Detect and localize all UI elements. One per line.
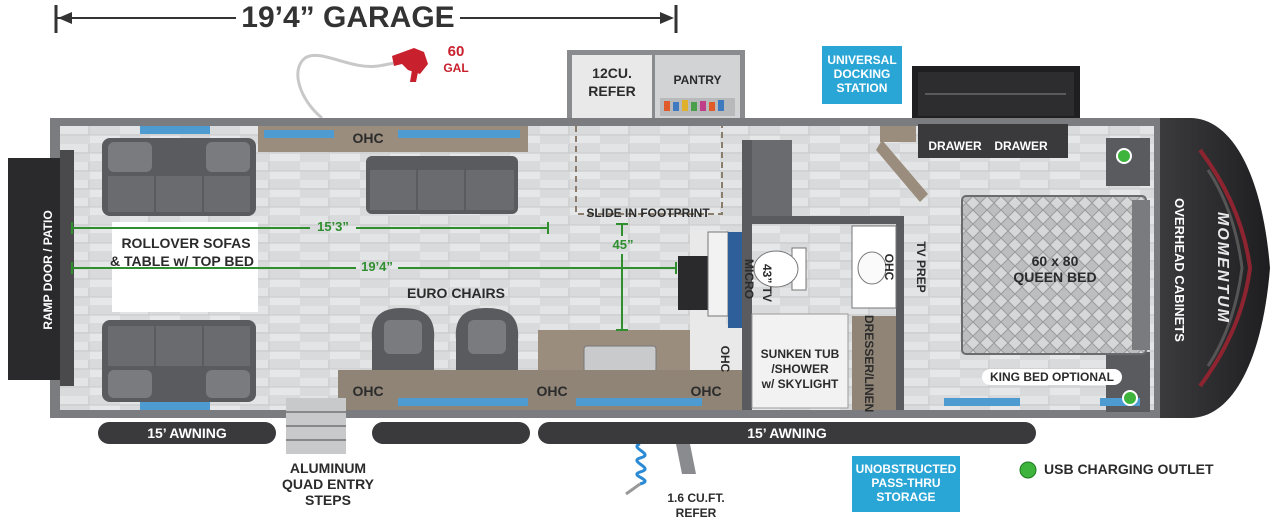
- overhead-cabinets-label: OVERHEAD CABINETS: [1172, 198, 1187, 342]
- euro-chair-right: [455, 308, 519, 372]
- tub-line3: w/ SKYLIGHT: [761, 377, 839, 391]
- drawer-left-label: DRAWER: [928, 139, 982, 153]
- fuel-nozzle-icon: [296, 48, 428, 120]
- refer-line2: REFER: [588, 83, 636, 99]
- rollover-sofa-top: [102, 138, 256, 216]
- fuel-amount: 60: [447, 43, 465, 60]
- sofa-middle: [366, 156, 518, 214]
- usb-outlet-bottom: [1122, 390, 1138, 406]
- lavatory-sink: [857, 251, 887, 285]
- stove: [678, 256, 708, 310]
- pantry-label: PANTRY: [673, 73, 722, 87]
- slide-footprint-label: SLIDE IN FOOTPRINT: [586, 206, 710, 220]
- awning-left-ext: [372, 422, 530, 444]
- garage-label: 19’4” GARAGE: [241, 1, 455, 34]
- toilet: [753, 247, 807, 291]
- ramp-door: [8, 158, 64, 380]
- outdoor-refer-line1: 1.6 CU.FT.: [667, 491, 725, 505]
- bath-ohc-label: OHC: [882, 253, 896, 281]
- queen-bed-line2: QUEEN BED: [1013, 269, 1097, 285]
- ohc-bottom-2-label: OHC: [536, 383, 568, 399]
- outdoor-refer-icon: [676, 444, 696, 474]
- ohc-kitchen-label: OHC: [718, 345, 732, 373]
- rollover-sofa-bottom: [102, 320, 256, 402]
- dimension-lines: [71, 222, 677, 331]
- sofas-line1: ROLLOVER SOFAS: [121, 235, 251, 251]
- tv-prep-label: TV PREP: [914, 241, 928, 293]
- drawer-right-label: DRAWER: [994, 139, 1048, 153]
- refrigerator: [572, 55, 652, 118]
- steps-line3: STEPS: [305, 492, 351, 508]
- awning-right: 15’ AWNING: [538, 422, 1036, 444]
- legend-usb-label: USB CHARGING OUTLET: [1044, 461, 1214, 477]
- euro-chairs-label: EURO CHAIRS: [406, 285, 505, 301]
- tub-line2: /SHOWER: [771, 362, 829, 376]
- steps-line2: QUAD ENTRY: [281, 476, 375, 492]
- dimension-width-2: 19’4”: [361, 259, 393, 274]
- ohc-bottom-3-label: OHC: [690, 383, 722, 399]
- awning-left: 15’ AWNING: [98, 422, 276, 444]
- legend-usb-icon: [1019, 461, 1037, 479]
- tv-label: 43” TV: [760, 263, 774, 302]
- fuel-unit: GAL: [443, 61, 469, 75]
- bath-door: [752, 140, 792, 216]
- dimension-width-1: 15’3”: [317, 219, 349, 234]
- front-cap: [1160, 118, 1270, 418]
- refer-line1: 12CU.: [592, 65, 632, 81]
- outdoor-refer-line2: REFER: [675, 506, 717, 520]
- dresser-linen: [852, 316, 896, 410]
- drawers: [918, 124, 1068, 158]
- steps-line1: ALUMINUM: [289, 460, 367, 476]
- usb-outlet-top: [1116, 148, 1132, 164]
- water-hose-icon: [625, 442, 647, 496]
- bedroom-door: [876, 140, 928, 202]
- dresser-label: DRESSER/LINEN: [862, 315, 876, 413]
- king-bed-label: KING BED OPTIONAL: [982, 369, 1122, 385]
- dimension-depth: 45”: [612, 237, 634, 252]
- tv-43: [728, 232, 744, 328]
- tub-line1: SUNKEN TUB: [760, 347, 840, 361]
- ohc-top-cabinet: [258, 126, 528, 152]
- ramp-door-label: RAMP DOOR / PATIO: [41, 210, 55, 330]
- ohc-bottom-1-label: OHC: [352, 383, 384, 399]
- sofas-line2: & TABLE w/ TOP BED: [110, 253, 254, 269]
- brand-logo: MOMENTUM: [1214, 212, 1231, 324]
- kitchen-sink: [583, 345, 657, 373]
- bathroom-wall: [742, 140, 752, 410]
- sunken-tub-shower: [751, 313, 849, 409]
- euro-chair-left: [371, 308, 435, 372]
- slide-footprint: [575, 126, 723, 215]
- entry-steps: [286, 398, 346, 454]
- microwave: [707, 231, 729, 317]
- garage-dimension-line: [54, 5, 678, 33]
- micro-label: MICRO: [742, 259, 756, 299]
- queen-bed-line1: 60 x 80: [1031, 253, 1079, 269]
- ohc-top-label: OHC: [352, 130, 384, 146]
